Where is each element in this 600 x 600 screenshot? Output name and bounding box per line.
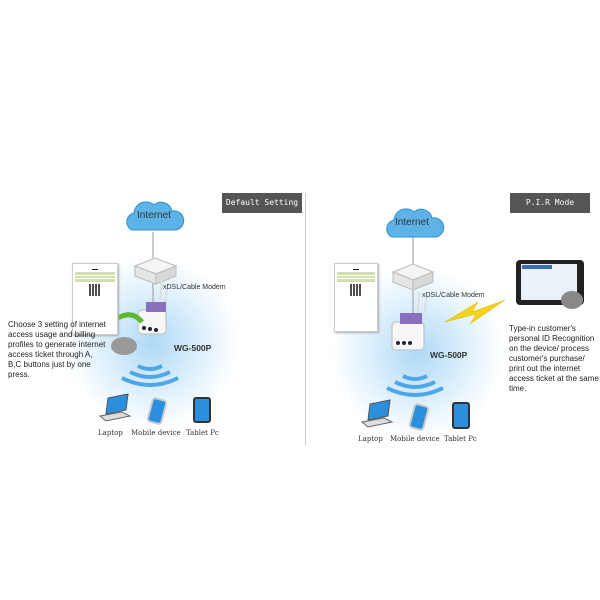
mobile-device-icon [408,403,430,431]
panel-divider [305,193,306,445]
device-model-label: WG-500P [174,343,212,353]
client-label-laptop: Laptop [358,435,383,443]
client-label-tablet: Tablet Pc [186,429,219,437]
pir-diagram-graphics [360,208,584,431]
client-label-tablet: Tablet Pc [444,435,477,443]
tablet-terminal-icon [516,260,584,309]
printer-device-icon [137,279,169,335]
device-model-label: WG-500P [430,350,468,360]
modem-icon [133,257,178,285]
pir-description: Type-in customer's personal ID Recogniti… [509,324,599,393]
hand-icon [111,337,137,355]
tablet-icon [452,402,470,429]
internet-label: Internet [137,210,171,221]
internet-label: Internet [395,217,429,228]
default-description: Choose 3 setting of internet access usag… [8,320,106,379]
laptop-icon [98,393,132,422]
access-ticket: ▬▬ [72,263,118,335]
arrow-icon [116,312,144,324]
client-label-mobile: Mobile device [131,429,181,437]
cloud-icon [386,208,445,238]
wifi-icon [386,374,444,397]
mobile-device-icon [146,397,168,425]
default-setting-tag: Default Setting [222,193,302,213]
modem-label: xDSL/Cable Modem [163,284,226,291]
cloud-icon [126,201,185,231]
modem-label: xDSL/Cable Modem [422,292,485,299]
printer-device-icon [391,291,428,351]
client-label-mobile: Mobile device [390,435,440,443]
lightning-icon [444,299,506,325]
access-ticket: ▬▬ [334,263,378,332]
client-label-laptop: Laptop [98,429,123,437]
modem-icon [391,263,435,291]
laptop-icon [360,399,394,428]
tablet-icon [193,397,211,423]
pir-mode-tag: P.I.R Mode Setting [510,193,590,227]
default-diagram-graphics [98,201,211,425]
wifi-icon [121,364,179,387]
